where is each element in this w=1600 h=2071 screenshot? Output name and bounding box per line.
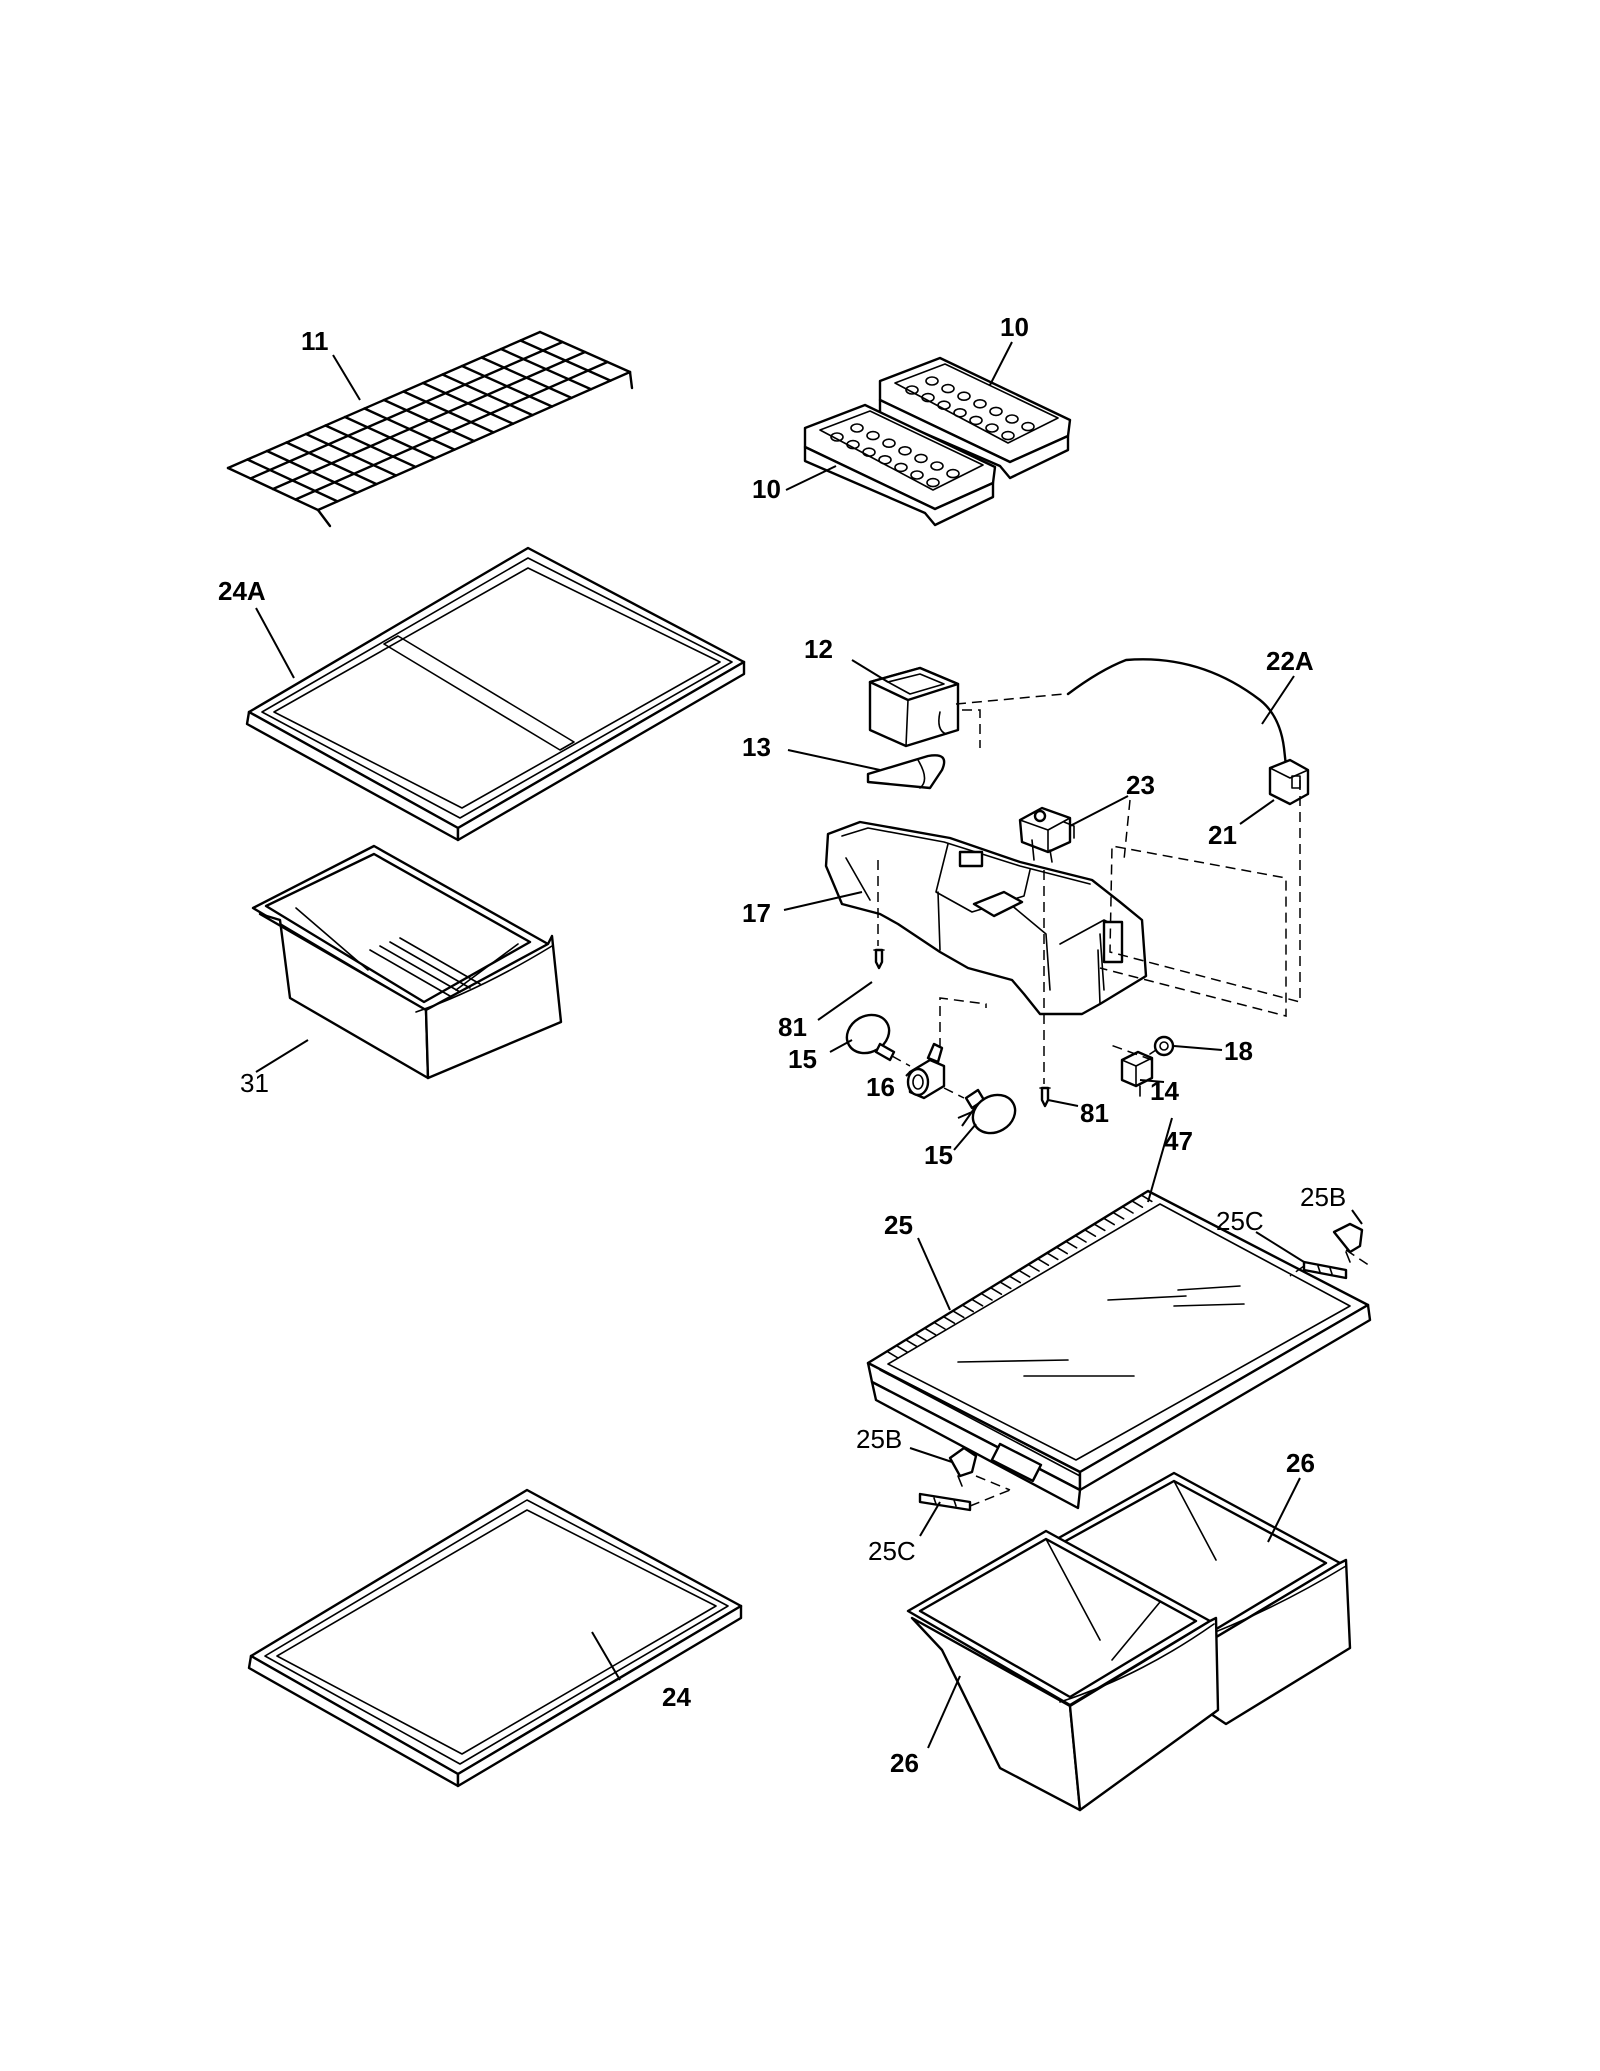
label-22a: 22A	[1266, 646, 1314, 676]
label-12: 12	[804, 634, 833, 664]
connector-21	[1268, 758, 1310, 806]
socket-16	[906, 1042, 946, 1100]
label-25: 25	[884, 1210, 913, 1240]
crisper-pan-26-right	[1030, 1471, 1352, 1726]
label-24: 24	[662, 1682, 691, 1712]
label-47: 47	[1164, 1126, 1193, 1156]
label-10-bottom: 10	[752, 474, 781, 504]
control-housing-17	[824, 820, 1148, 1016]
leader-lines	[255, 341, 1363, 1749]
shelf-24	[247, 1488, 743, 1788]
bulb-15-right	[964, 1088, 1017, 1135]
screw-81-right	[1039, 1086, 1051, 1108]
label-31: 31	[240, 1068, 269, 1098]
housing-cover-12	[868, 666, 960, 748]
glass-insert-47	[887, 1203, 1351, 1461]
bracket-25c-right	[1302, 1260, 1348, 1280]
pan-31	[251, 844, 563, 1080]
bulb-15-left	[845, 1013, 896, 1062]
crisper-pan-26-left	[906, 1529, 1220, 1812]
label-25c-left: 25C	[868, 1536, 916, 1566]
label-17: 17	[742, 898, 771, 928]
ice-tray-bottom	[803, 403, 997, 527]
callout-labels: 11 10 10 24A 31 12 13 22A 23 21 17 81 18…	[218, 312, 1346, 1778]
thermostat-23	[1018, 806, 1075, 863]
assembly-lines-lower	[969, 1249, 1371, 1507]
switch-knob-18	[1149, 1035, 1175, 1057]
screw-81-left	[873, 948, 885, 970]
crisper-cover-25	[866, 1189, 1372, 1510]
label-15-left: 15	[788, 1044, 817, 1074]
label-25b-right: 25B	[1300, 1182, 1346, 1212]
label-13: 13	[742, 732, 771, 762]
label-26-left: 26	[890, 1748, 919, 1778]
label-18: 18	[1224, 1036, 1253, 1066]
clip-25b-right	[1332, 1222, 1364, 1263]
bracket-25c-left	[918, 1492, 972, 1512]
label-24a: 24A	[218, 576, 266, 606]
label-11: 11	[301, 326, 329, 356]
label-81-right: 81	[1080, 1098, 1109, 1128]
light-shield-13	[866, 754, 946, 790]
shelf-24a	[245, 546, 746, 842]
clip-25b-left	[948, 1446, 978, 1487]
label-10-top: 10	[1000, 312, 1029, 342]
label-81-left: 81	[778, 1012, 807, 1042]
wire-shelf-rack	[226, 330, 634, 528]
light-switch-14	[1120, 1050, 1154, 1097]
label-16: 16	[866, 1072, 895, 1102]
label-23: 23	[1126, 770, 1155, 800]
label-25b-left: 25B	[856, 1424, 902, 1454]
label-25c-right: 25C	[1216, 1206, 1264, 1236]
assembly-lines-upper	[877, 693, 1301, 1099]
label-15-right: 15	[924, 1140, 953, 1170]
wire-harness-22a	[1066, 658, 1288, 768]
label-26-right: 26	[1286, 1448, 1315, 1478]
label-21: 21	[1208, 820, 1237, 850]
label-14: 14	[1150, 1076, 1179, 1106]
